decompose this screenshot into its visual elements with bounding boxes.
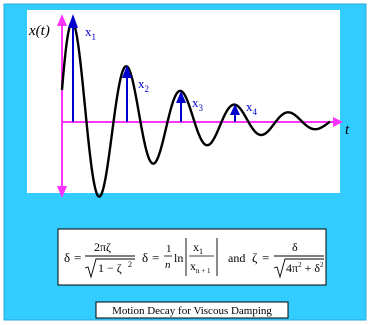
caption-box (95, 301, 289, 319)
equation-zeta-from-delta: ζ = δ 4π2 + δ2 (252, 240, 324, 279)
and-word: and (228, 251, 245, 265)
svg-text:δ: δ (142, 250, 148, 265)
svg-text:=: = (152, 250, 159, 265)
svg-text:δ: δ (64, 250, 70, 265)
x-axis-label: t (345, 122, 350, 138)
peak-label-2: x2 (138, 76, 149, 94)
svg-text:n: n (165, 259, 171, 271)
svg-text:2πζ: 2πζ (94, 240, 111, 254)
caption-text: Motion Decay for Viscous Damping (112, 305, 272, 317)
displacement-axis-arrowhead-up (57, 14, 67, 26)
peak-arrow-3 (176, 91, 186, 122)
peak-arrow-4 (230, 104, 240, 122)
equation-log-decrement-from-zeta: δ = 2πζ 1 − ζ 2 (64, 240, 135, 279)
equation-log-decrement-from-peaks: δ = 1 n ln x1 xn + 1 (142, 238, 218, 276)
peak-label-3: x3 (192, 95, 204, 113)
svg-text:1 − ζ: 1 − ζ (98, 261, 122, 275)
displacement-axis-arrowhead-down (57, 186, 67, 198)
peak-arrow-2 (122, 65, 132, 122)
damped-oscillation-curve (60, 20, 331, 198)
svg-text:1: 1 (166, 243, 172, 255)
peak-arrow-1 (68, 14, 78, 122)
svg-text:ln: ln (174, 251, 183, 265)
peak-label-4: x4 (246, 99, 258, 117)
time-axis-arrowhead (333, 117, 343, 127)
svg-text:=: = (74, 250, 81, 265)
svg-text:2: 2 (128, 260, 132, 269)
svg-text:ζ: ζ (252, 250, 258, 265)
svg-text:=: = (262, 250, 269, 265)
equation-box (57, 228, 327, 286)
peak-label-1: x1 (85, 24, 96, 42)
svg-text:δ: δ (292, 240, 298, 254)
y-axis-label: x(t) (28, 23, 50, 39)
svg-text:xn + 1: xn + 1 (190, 259, 211, 275)
svg-text:4π2 + δ2: 4π2 + δ2 (286, 261, 324, 275)
svg-text:x1: x1 (193, 240, 203, 256)
